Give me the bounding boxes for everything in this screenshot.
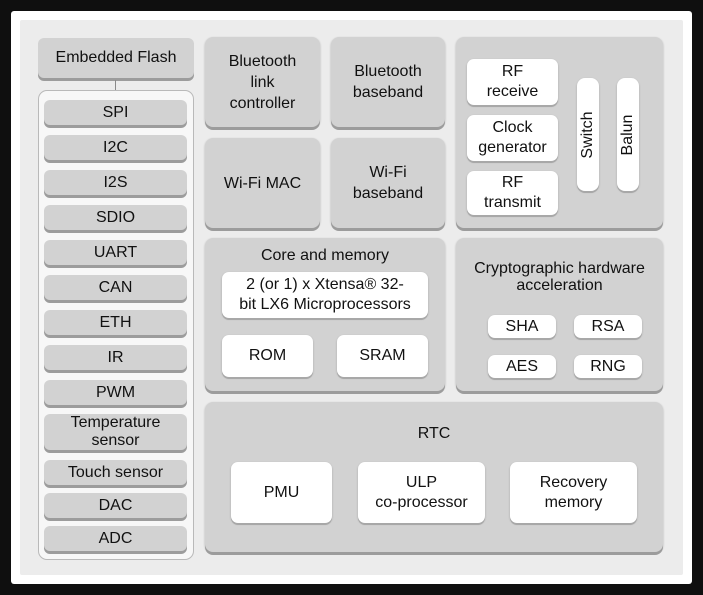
rf-transmit-box: RF transmit [467, 171, 558, 215]
peripheral-label: UART [93, 243, 138, 261]
peripheral-label: PWM [95, 383, 136, 401]
peripheral-label: ETH [99, 313, 132, 331]
wifi-baseband-label: Wi-Fi baseband [352, 164, 424, 202]
embedded-flash-block: Embedded Flash [38, 38, 194, 78]
aes-label: AES [505, 357, 538, 375]
clock-generator-label: Clock generator [478, 119, 547, 156]
processor-label: 2 (or 1) x Xtensa® 32- bit LX6 Microproc… [239, 276, 411, 313]
peripheral-can: CAN [44, 275, 187, 300]
peripheral-sdio: SDIO [44, 205, 187, 230]
core-memory-title: Core and memory [260, 246, 390, 264]
embedded-flash-label: Embedded Flash [55, 49, 177, 66]
bluetooth-link-controller-label: Bluetooth link controller [228, 52, 297, 112]
balun-label: Balun [619, 114, 636, 155]
aes-box: AES [488, 355, 556, 378]
peripheral-label: I2C [103, 138, 128, 156]
wifi-mac-block: Wi-Fi MAC [205, 138, 320, 228]
balun-box: Balun [617, 78, 639, 191]
rom-box: ROM [222, 335, 313, 377]
ulp-coprocessor-label: ULP co-processor [375, 473, 468, 511]
pmu-box: PMU [231, 462, 332, 523]
peripheral-label: IR [107, 348, 124, 366]
peripheral-label: Touch sensor [67, 463, 164, 481]
switch-label: Switch [579, 110, 596, 159]
switch-box: Switch [577, 78, 599, 191]
rom-label: ROM [248, 347, 287, 364]
peripheral-i2c: I2C [44, 135, 187, 160]
peripheral-label: SPI [102, 103, 129, 121]
bluetooth-link-controller-block: Bluetooth link controller [205, 37, 320, 127]
bluetooth-baseband-block: Bluetooth baseband [331, 37, 445, 127]
pmu-label: PMU [263, 483, 300, 501]
peripheral-eth: ETH [44, 310, 187, 335]
peripheral-label: Temperature sensor [70, 414, 161, 449]
peripheral-dac: DAC [44, 493, 187, 518]
peripheral-label: I2S [103, 173, 128, 191]
peripheral-label: CAN [98, 278, 133, 296]
peripheral-touch-sensor: Touch sensor [44, 460, 187, 485]
peripheral-adc: ADC [44, 526, 187, 551]
rf-transmit-label: RF transmit [484, 174, 541, 211]
wifi-baseband-block: Wi-Fi baseband [331, 138, 445, 228]
sram-box: SRAM [337, 335, 428, 377]
sha-box: SHA [488, 315, 556, 338]
rng-box: RNG [574, 355, 642, 378]
rtc-title: RTC [417, 424, 451, 442]
sram-label: SRAM [359, 347, 406, 364]
recovery-memory-box: Recovery memory [510, 462, 637, 523]
peripheral-label: DAC [98, 496, 133, 514]
rsa-label: RSA [591, 317, 625, 335]
sha-label: SHA [505, 317, 539, 335]
crypto-title: Cryptographic hardware acceleration [474, 260, 645, 294]
peripheral-uart: UART [44, 240, 187, 265]
peripheral-label: SDIO [95, 208, 136, 226]
peripheral-spi: SPI [44, 100, 187, 125]
clock-generator-box: Clock generator [467, 115, 558, 161]
recovery-memory-label: Recovery memory [539, 473, 608, 511]
rsa-box: RSA [574, 315, 642, 338]
peripheral-pwm: PWM [44, 380, 187, 405]
rf-receive-box: RF receive [467, 59, 558, 105]
ulp-coprocessor-box: ULP co-processor [358, 462, 485, 523]
bluetooth-baseband-label: Bluetooth baseband [352, 63, 424, 101]
peripheral-i2s: I2S [44, 170, 187, 195]
peripheral-label: ADC [98, 529, 133, 547]
processor-box: 2 (or 1) x Xtensa® 32- bit LX6 Microproc… [222, 272, 428, 318]
peripheral-temperature-sensor: Temperature sensor [44, 414, 187, 450]
wifi-mac-label: Wi-Fi MAC [223, 174, 302, 192]
rng-label: RNG [590, 357, 626, 375]
peripheral-ir: IR [44, 345, 187, 370]
rf-receive-label: RF receive [486, 63, 539, 100]
